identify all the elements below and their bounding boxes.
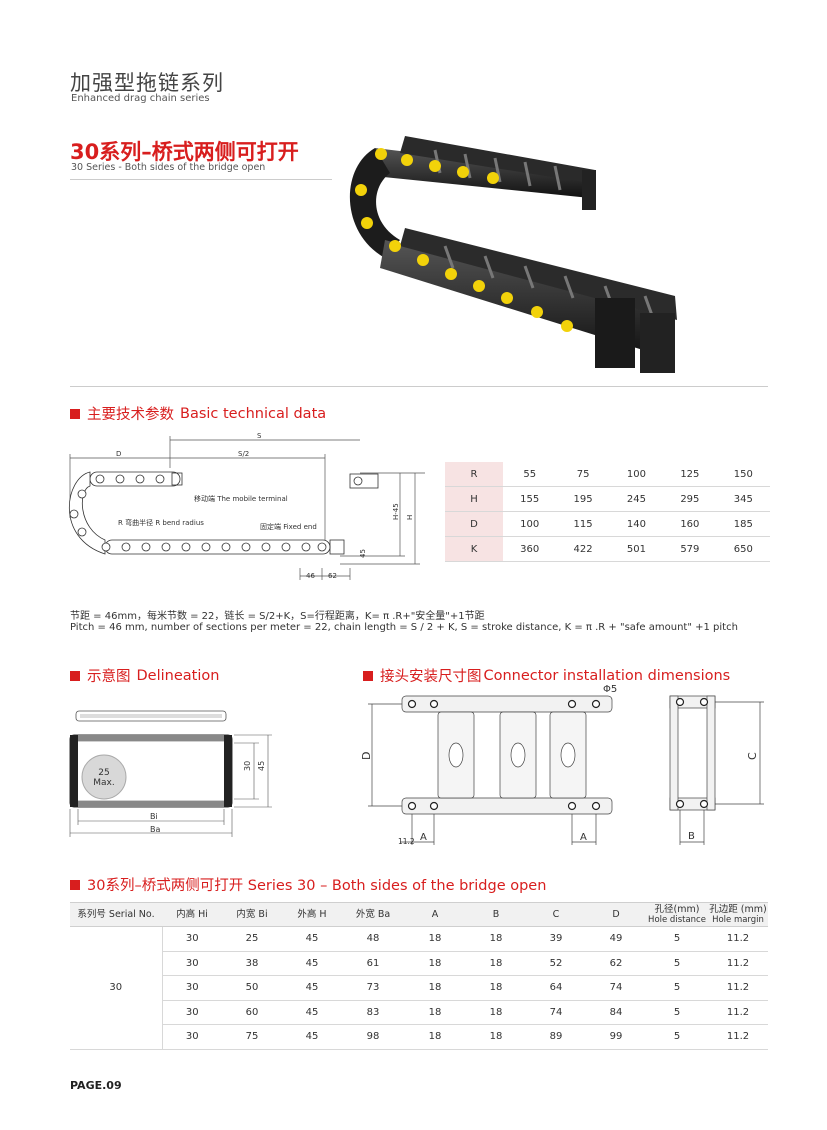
dim-45-label: 45: [257, 761, 266, 771]
bullet-square-icon: [70, 879, 80, 890]
dim-62-label: 62: [328, 572, 337, 580]
series-subtitle: 30 Series - Both sides of the bridge ope…: [71, 162, 266, 173]
col-hole-margin: 孔边距 (mm)Hole margin: [708, 902, 768, 927]
catalog-title-en: Enhanced drag chain series: [71, 93, 210, 104]
phi5-label: Φ5: [603, 684, 617, 695]
bullet-square-icon: [70, 670, 80, 681]
title-divider: [70, 179, 332, 180]
col-d: D: [586, 902, 646, 927]
dim-ba-label: Ba: [150, 825, 160, 834]
dim-30-label: 30: [243, 761, 252, 771]
connector-heading: 接头安装尺寸图 Connector installation dimension…: [363, 665, 730, 686]
dim-11-2-label: 11.2: [398, 837, 415, 846]
dim-c-label: C: [746, 752, 759, 760]
table-row: K 360 422 501 579 650: [445, 536, 770, 562]
bend-radius-label: R 弯曲半径 R bend radius: [118, 518, 204, 527]
dim-a-left-label: A: [420, 832, 427, 843]
col-serial: 系列号 Serial No.: [70, 902, 162, 927]
dim-d-label: D: [116, 450, 121, 458]
serial-cell: 30: [70, 926, 163, 1050]
col-b: B: [466, 902, 526, 927]
pitch-note-en: Pitch = 46 mm, number of sections per me…: [70, 622, 738, 633]
spec-table: 系列号 Serial No. 内高 Hi 内宽 Bi 外高 H 外宽 Ba A …: [70, 902, 768, 1050]
col-hole-distance: 孔径(mm)Hole distance: [646, 902, 708, 927]
dim-b-label: B: [688, 831, 695, 842]
dim-h-label: H: [406, 515, 414, 520]
page-number: PAGE.09: [70, 1079, 122, 1092]
col-a: A: [404, 902, 466, 927]
spec-table-heading: 30系列–桥式两侧可打开 Series 30 – Both sides of t…: [70, 874, 546, 895]
table-row: D 100 115 140 160 185: [445, 511, 770, 537]
col-ba: 外宽 Ba: [342, 902, 404, 927]
dim-bi-label: Bi: [150, 812, 158, 821]
catalog-title-cn: 加强型拖链系列: [70, 71, 224, 95]
dim-s2-label: S/2: [238, 450, 249, 458]
drag-chain-photo: [349, 136, 677, 373]
section-divider: [70, 386, 768, 387]
dim-s-label: S: [257, 432, 262, 440]
table-row: R 55 75 100 125 150: [445, 462, 770, 487]
series-title: 30系列–桥式两侧可打开: [70, 140, 299, 164]
col-hi: 内高 Hi: [162, 902, 222, 927]
connector-drawing: Φ5 D A 11.2 A C B: [360, 684, 764, 846]
delineation-drawing: 25 Max. 30 45 Bi Ba: [69, 710, 272, 837]
max-circle-top: 25: [98, 768, 109, 778]
pitch-note-cn: 节距 = 46mm，每米节数 = 22，链长 = S/2+K，S=行程距离，K=…: [70, 611, 485, 622]
mobile-terminal-label: 移动端 The mobile terminal: [194, 494, 288, 503]
delineation-heading: 示意图 Delineation: [70, 665, 219, 686]
fixed-end-label: 固定端 Fixed end: [260, 522, 317, 531]
col-bi: 内宽 Bi: [222, 902, 282, 927]
basic-data-table: R 55 75 100 125 150 H 155 195 245 295 34…: [445, 462, 770, 562]
dim-46-label: 46: [306, 572, 315, 580]
dim-h45-label: H-45: [392, 503, 400, 520]
dim-d-label: D: [360, 752, 373, 760]
dim-45-label: 45: [359, 549, 367, 558]
basic-data-heading: 主要技术参数 Basic technical data: [70, 403, 326, 424]
bullet-square-icon: [70, 408, 80, 419]
chain-dimension-diagram: S D S/2 移动端 The mobile terminal R 弯曲半径 R…: [68, 432, 425, 580]
table-header-row: 系列号 Serial No. 内高 Hi 内宽 Bi 外高 H 外宽 Ba A …: [70, 902, 768, 927]
col-h: 外高 H: [282, 902, 342, 927]
dim-a-right-label: A: [580, 832, 587, 843]
bullet-square-icon: [363, 670, 373, 681]
max-circle-bottom: Max.: [93, 778, 114, 788]
table-row: H 155 195 245 295 345: [445, 486, 770, 512]
col-c: C: [526, 902, 586, 927]
